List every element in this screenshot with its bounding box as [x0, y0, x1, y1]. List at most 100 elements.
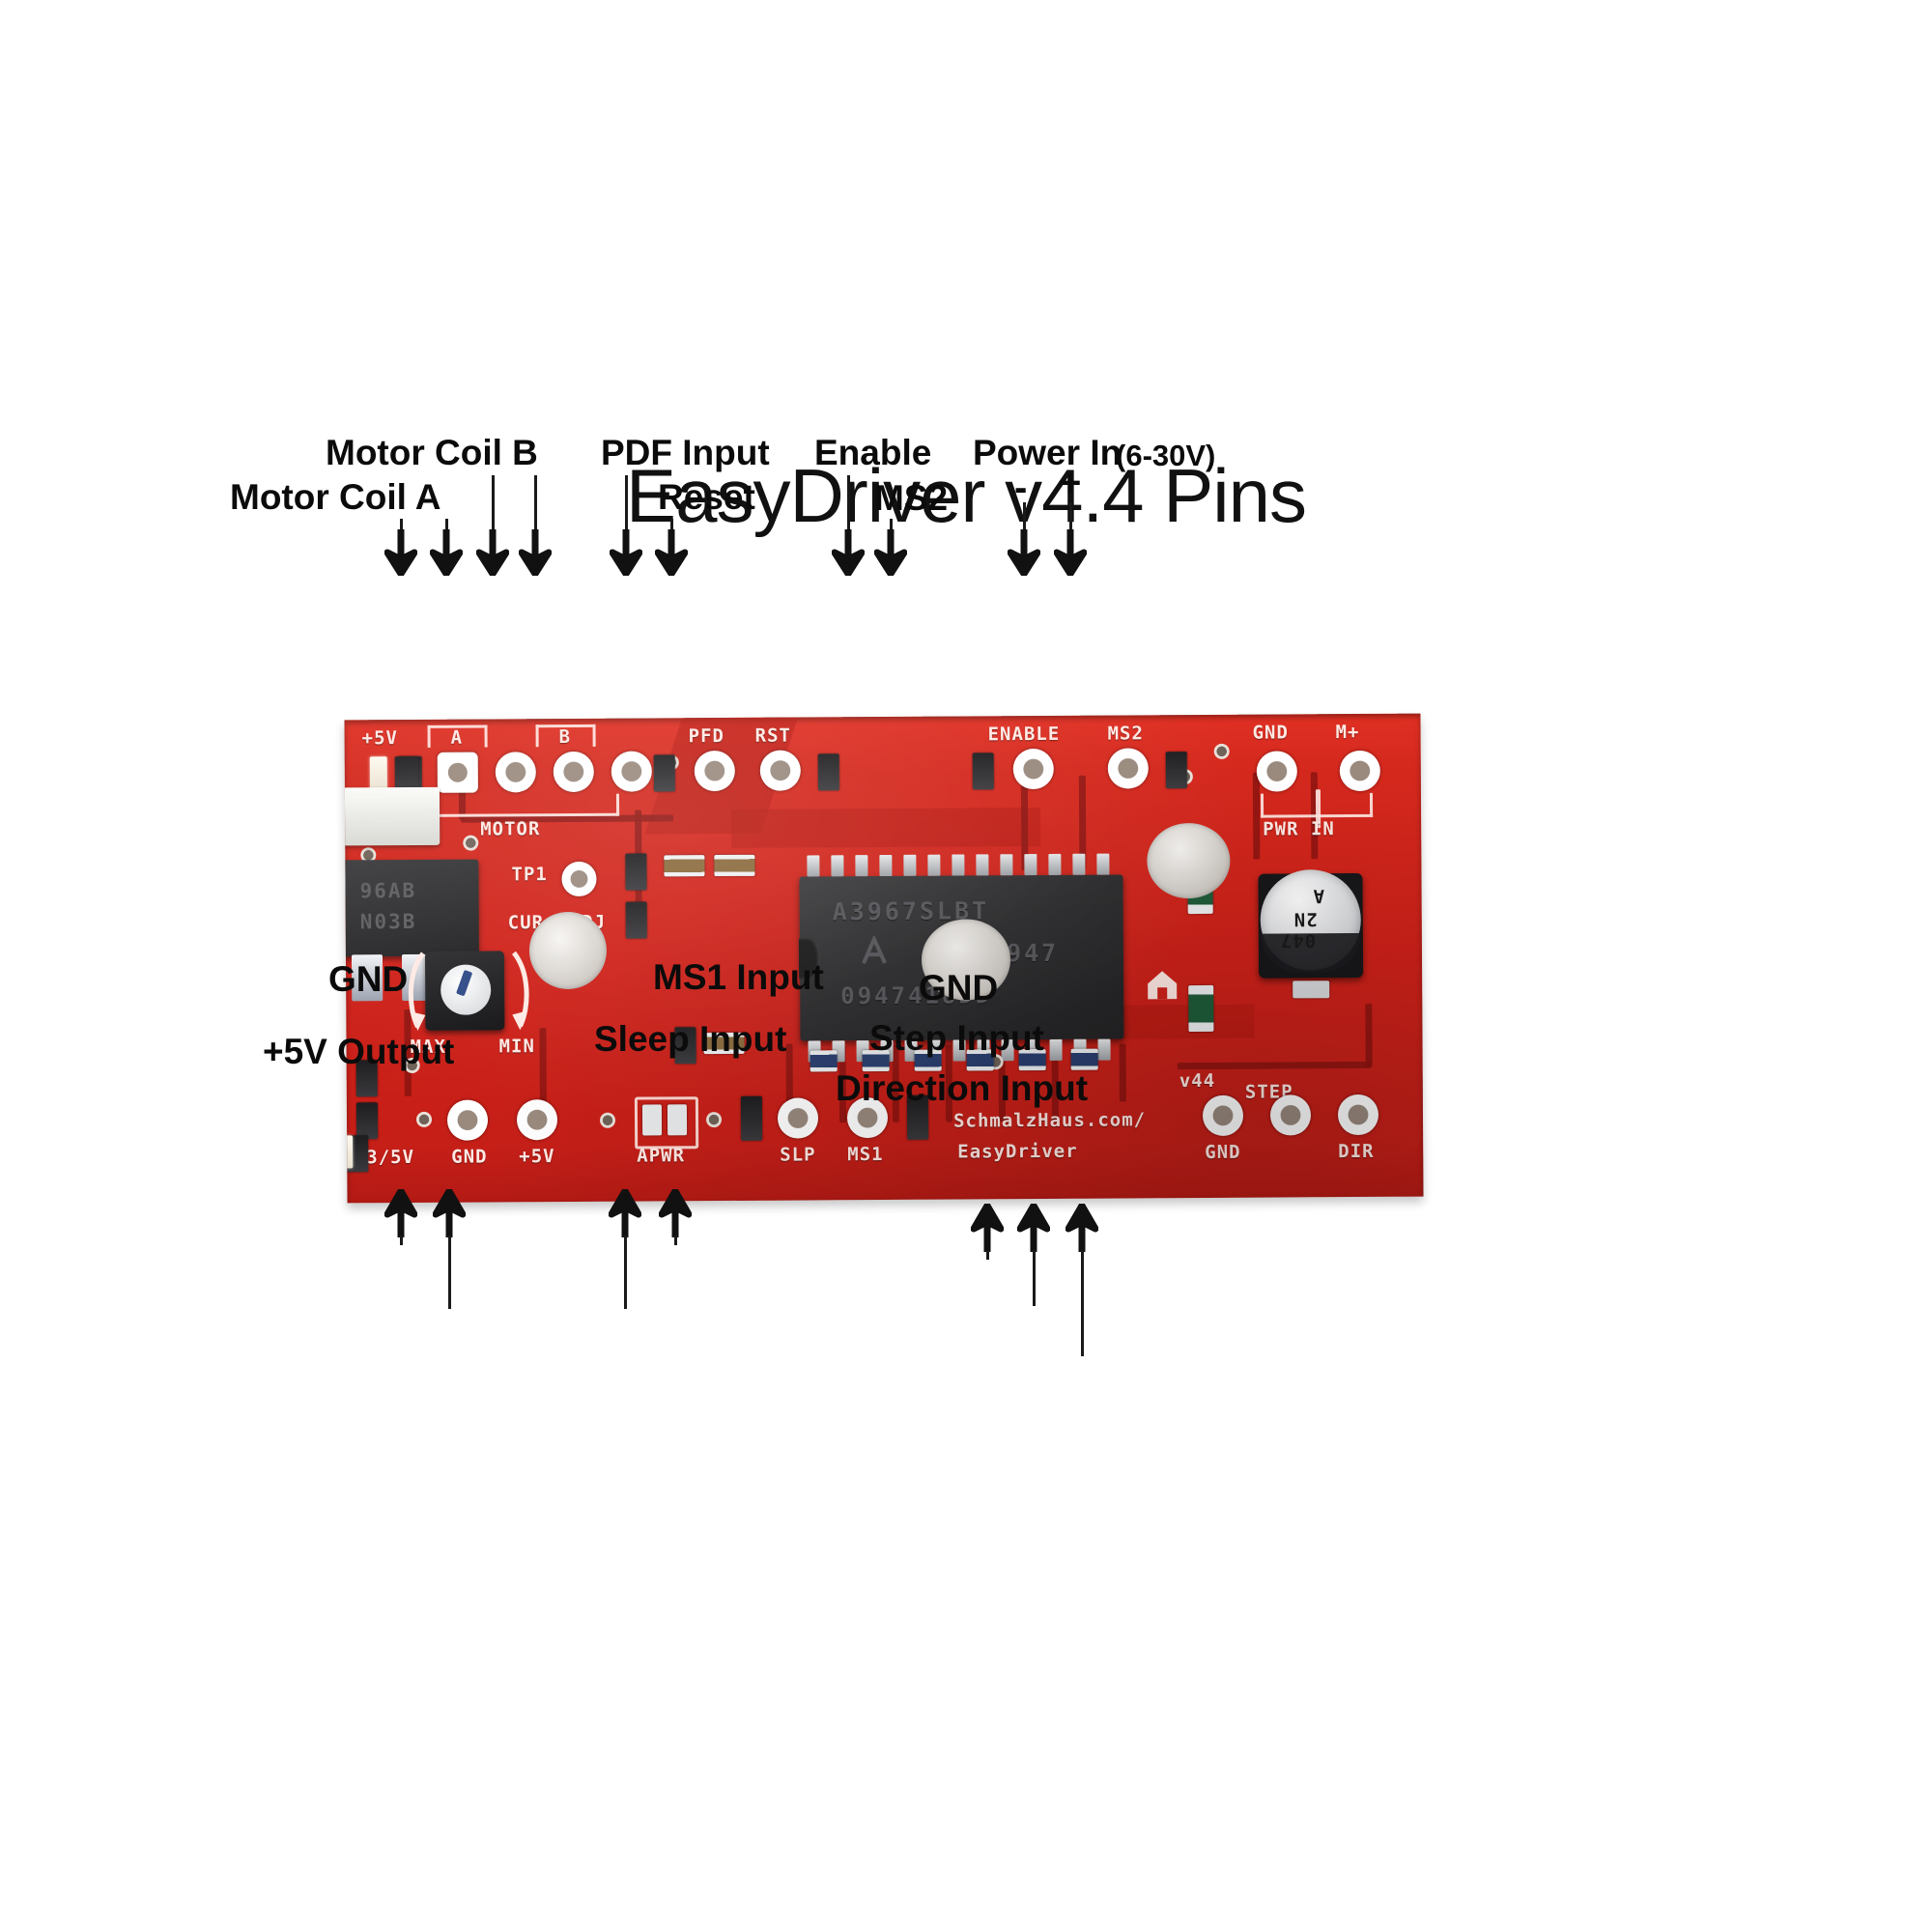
jumper-pad[interactable] [667, 1104, 688, 1136]
arrow-down-icon [519, 529, 552, 576]
current-adjust-potentiometer[interactable] [424, 951, 505, 1031]
smd-resistor [714, 854, 755, 877]
silk-min: MIN [498, 1036, 535, 1058]
pad-dir[interactable] [1337, 1094, 1379, 1136]
pad-tp1[interactable] [561, 861, 597, 897]
pad-slp[interactable] [777, 1097, 819, 1139]
silk-enable: ENABLE [987, 723, 1061, 746]
silk-version: v44 [1179, 1069, 1216, 1093]
pad-pfd[interactable] [694, 750, 735, 792]
easydriver-pcb: +5V A B MOTOR PFD RST ENABLE MS2 GND M+ … [344, 713, 1424, 1204]
label-gnd-left: GND [328, 959, 409, 999]
pad-coil-a2[interactable] [495, 752, 536, 793]
pad-step[interactable] [1269, 1094, 1312, 1136]
pad-enable[interactable] [1012, 748, 1054, 790]
arrow-down-icon [476, 529, 509, 576]
rotate-ccw-arrow-icon [408, 952, 426, 1031]
leader-line [674, 1236, 677, 1245]
regulator-marking-1: 96AB [359, 878, 417, 903]
label-ms2: MS2 [874, 478, 949, 518]
silk-tp1: TP1 [511, 864, 548, 886]
leader-line [1023, 502, 1026, 532]
silk-url-line2: EasyDriver [957, 1140, 1078, 1163]
smd-part [653, 754, 675, 792]
leader-line [986, 1250, 989, 1260]
silk-rst: RST [754, 724, 791, 747]
arrow-down-icon [874, 529, 907, 576]
rotate-cw-arrow-icon [511, 951, 529, 1031]
cap-marking-1: A [1312, 885, 1325, 907]
label-power-plus: + [1059, 462, 1082, 504]
silk-gnd-pwr: GND [1252, 722, 1289, 744]
label-power-in: Power In [973, 433, 1122, 472]
pad-gnd-power[interactable] [1256, 751, 1297, 792]
pad-ms2[interactable] [1107, 748, 1149, 789]
pad-m-plus[interactable] [1339, 750, 1380, 792]
pad-coil-b2[interactable] [611, 751, 652, 792]
pad-gnd-bottom[interactable] [446, 1099, 489, 1141]
leader-line [400, 519, 403, 532]
arrow-down-icon [384, 529, 417, 576]
smd-part [625, 901, 647, 939]
label-direction-input: Direction Input [836, 1068, 1089, 1108]
smd-part [355, 1102, 379, 1140]
smd-part [817, 753, 839, 791]
cap-marking-2: 2N [1293, 908, 1318, 930]
leader-line [534, 475, 537, 532]
pad-plus5v-bottom[interactable] [516, 1099, 558, 1141]
pad-rst[interactable] [759, 750, 801, 791]
jumper-pad[interactable] [641, 1104, 663, 1136]
pad-coil-a1[interactable] [437, 752, 478, 793]
voltage-regulator: 96AB N03B [344, 859, 479, 957]
smd-part [1165, 752, 1187, 789]
leader-line [1069, 502, 1072, 532]
pad-coil-b1[interactable] [553, 751, 594, 793]
label-enable: Enable [814, 433, 932, 472]
allegro-logo-icon [862, 935, 887, 964]
leader-line [670, 519, 673, 532]
leader-line [625, 475, 628, 532]
smd-part [740, 1095, 763, 1141]
label-motor-coil-a: Motor Coil A [230, 477, 441, 517]
smd-resistor [664, 855, 705, 877]
leader-line [890, 519, 893, 532]
leader-line [1081, 1250, 1084, 1356]
silk-url-line1: SchmalzHaus.com/ [952, 1109, 1147, 1132]
arrow-up-icon [659, 1189, 692, 1237]
label-pdf-input: PDF Input [601, 433, 770, 472]
cap-marking-3: 047 [1279, 929, 1317, 952]
arrow-up-icon [1065, 1204, 1098, 1252]
arrow-up-icon [384, 1189, 417, 1237]
silk-3-5v: 3/5V [366, 1146, 415, 1169]
leader-line [448, 1236, 451, 1309]
arrow-down-icon [832, 529, 865, 576]
mounting-hole-right [1147, 822, 1231, 899]
leader-line [847, 475, 850, 532]
silk-gnd-bottom: GND [451, 1146, 488, 1168]
arrow-up-icon [609, 1189, 641, 1237]
stepper-driver-ic: A3967SLBT 0947 0947418DD [798, 853, 1124, 1063]
arrow-up-icon [971, 1204, 1004, 1252]
arrow-up-icon [1017, 1204, 1050, 1252]
silk-gnd-step: GND [1205, 1141, 1241, 1163]
arrow-down-icon [1054, 529, 1087, 576]
silk-ms1: MS1 [847, 1144, 884, 1166]
label-reset: Reset [658, 477, 755, 517]
leader-line [445, 519, 448, 532]
silk-plus5v: +5V [361, 727, 398, 750]
silk-pwr-in: PWR IN [1263, 818, 1335, 840]
electrolytic-capacitor: A 2N 047 [1258, 868, 1364, 979]
led-status [344, 1135, 354, 1169]
arrow-down-icon [610, 529, 642, 576]
arrow-up-icon [433, 1189, 466, 1237]
led-power [369, 756, 387, 792]
smd-resistor-r24 [1188, 984, 1214, 1033]
house-logo-icon [1148, 971, 1178, 1000]
leader-line [492, 475, 495, 532]
mounting-hole-left [528, 911, 608, 990]
leader-line [624, 1236, 627, 1309]
pad-gnd-step[interactable] [1202, 1094, 1244, 1136]
label-gnd-right: GND [919, 968, 999, 1008]
page-title: EasyDriver v4.4 Pins [626, 453, 1307, 538]
